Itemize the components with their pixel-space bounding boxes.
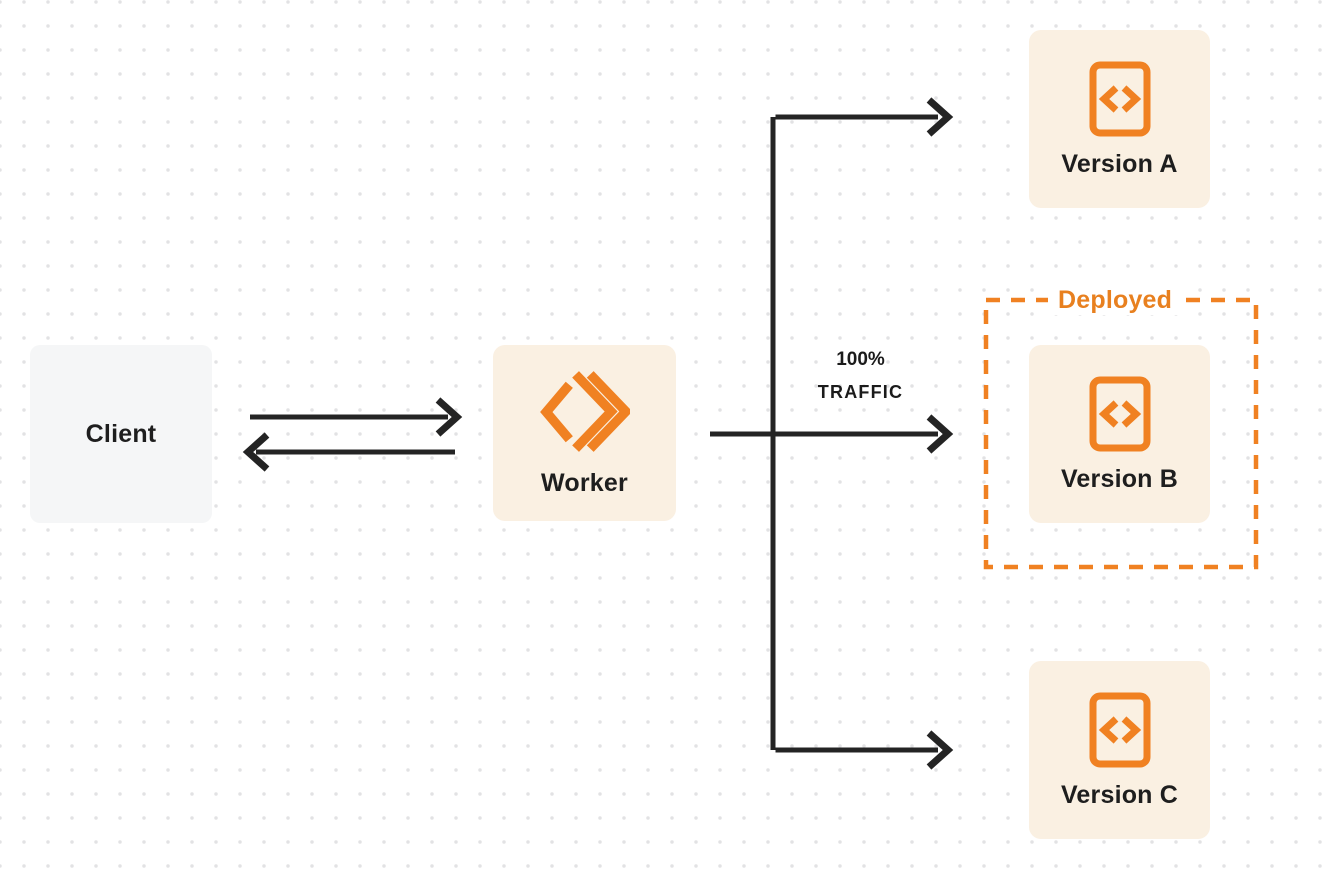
version-b-node-label: Version B xyxy=(1060,465,1179,493)
traffic-percentage-label: 100% TRAFFIC xyxy=(788,350,933,401)
arrowhead-version-c xyxy=(926,730,954,770)
worker-node-label: Worker xyxy=(541,469,628,497)
arrowhead-right-1 xyxy=(435,397,463,437)
workers-logo-icon xyxy=(539,370,632,453)
arrowhead-version-b xyxy=(926,414,954,454)
worker-node: Worker xyxy=(493,345,676,521)
code-file-icon xyxy=(1089,376,1151,452)
version-a-node: Version A xyxy=(1029,30,1210,208)
code-file-icon xyxy=(1089,692,1151,768)
version-c-node: Version C xyxy=(1029,661,1210,839)
version-c-node-label: Version C xyxy=(1060,781,1179,809)
deployed-zone-label: Deployed xyxy=(1048,285,1183,315)
version-b-node: Version B xyxy=(1029,345,1210,523)
arrowhead-left xyxy=(242,432,270,472)
code-file-icon xyxy=(1089,61,1151,137)
client-node-label: Client xyxy=(85,419,157,448)
version-a-node-label: Version A xyxy=(1061,150,1178,178)
client-node: Client xyxy=(30,345,212,523)
traffic-percent-text: 100% xyxy=(836,349,885,370)
arrowhead-version-a xyxy=(926,97,954,137)
traffic-word-text: TRAFFIC xyxy=(817,382,904,402)
